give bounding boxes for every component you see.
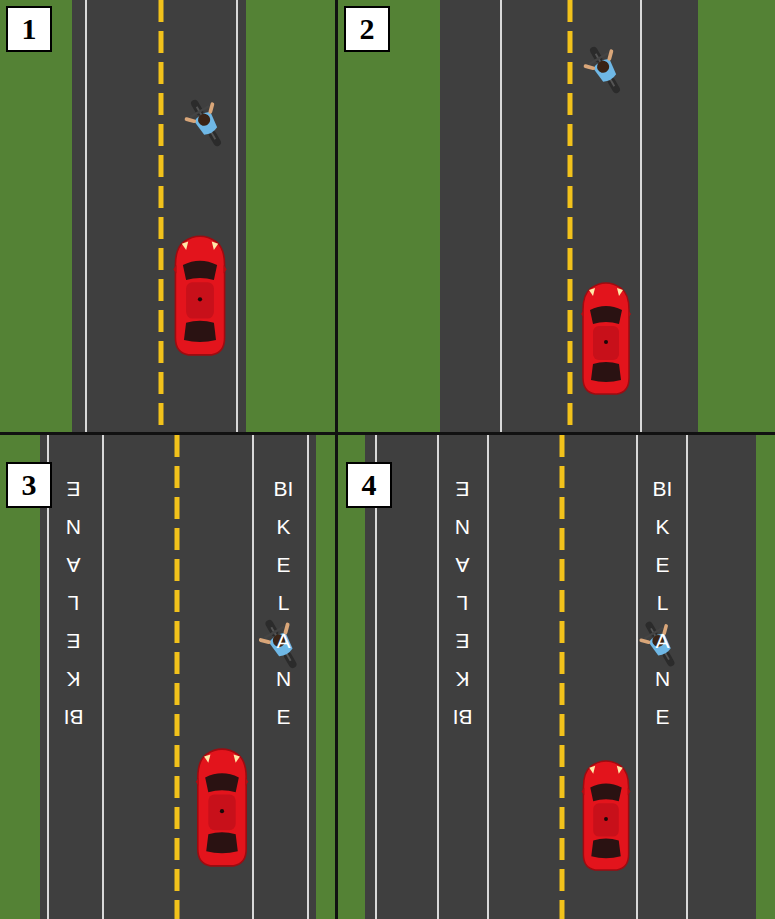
bike-lane-marking: BIKE LANE [452,470,473,736]
panel-two [338,0,775,432]
panel-number-box: 4 [346,462,392,508]
panel-one [0,0,335,432]
panel-number-box: 1 [6,6,52,52]
bike-lane-marking: BIKE LANE [273,470,294,736]
panel-divider [335,0,338,919]
panel-number: 4 [362,470,377,500]
panel-number-box: 2 [344,6,390,52]
bike-lane-marking: BIKE LANE [652,470,673,736]
panel-three [0,435,335,919]
panel-divider [0,432,775,435]
bike-lane-marking: BIKE LANE [63,470,84,736]
panel-four [338,435,775,919]
panel-number: 2 [360,14,375,44]
panel-number: 3 [22,470,37,500]
panel-number: 1 [22,14,37,44]
panel-number-box: 3 [6,462,52,508]
